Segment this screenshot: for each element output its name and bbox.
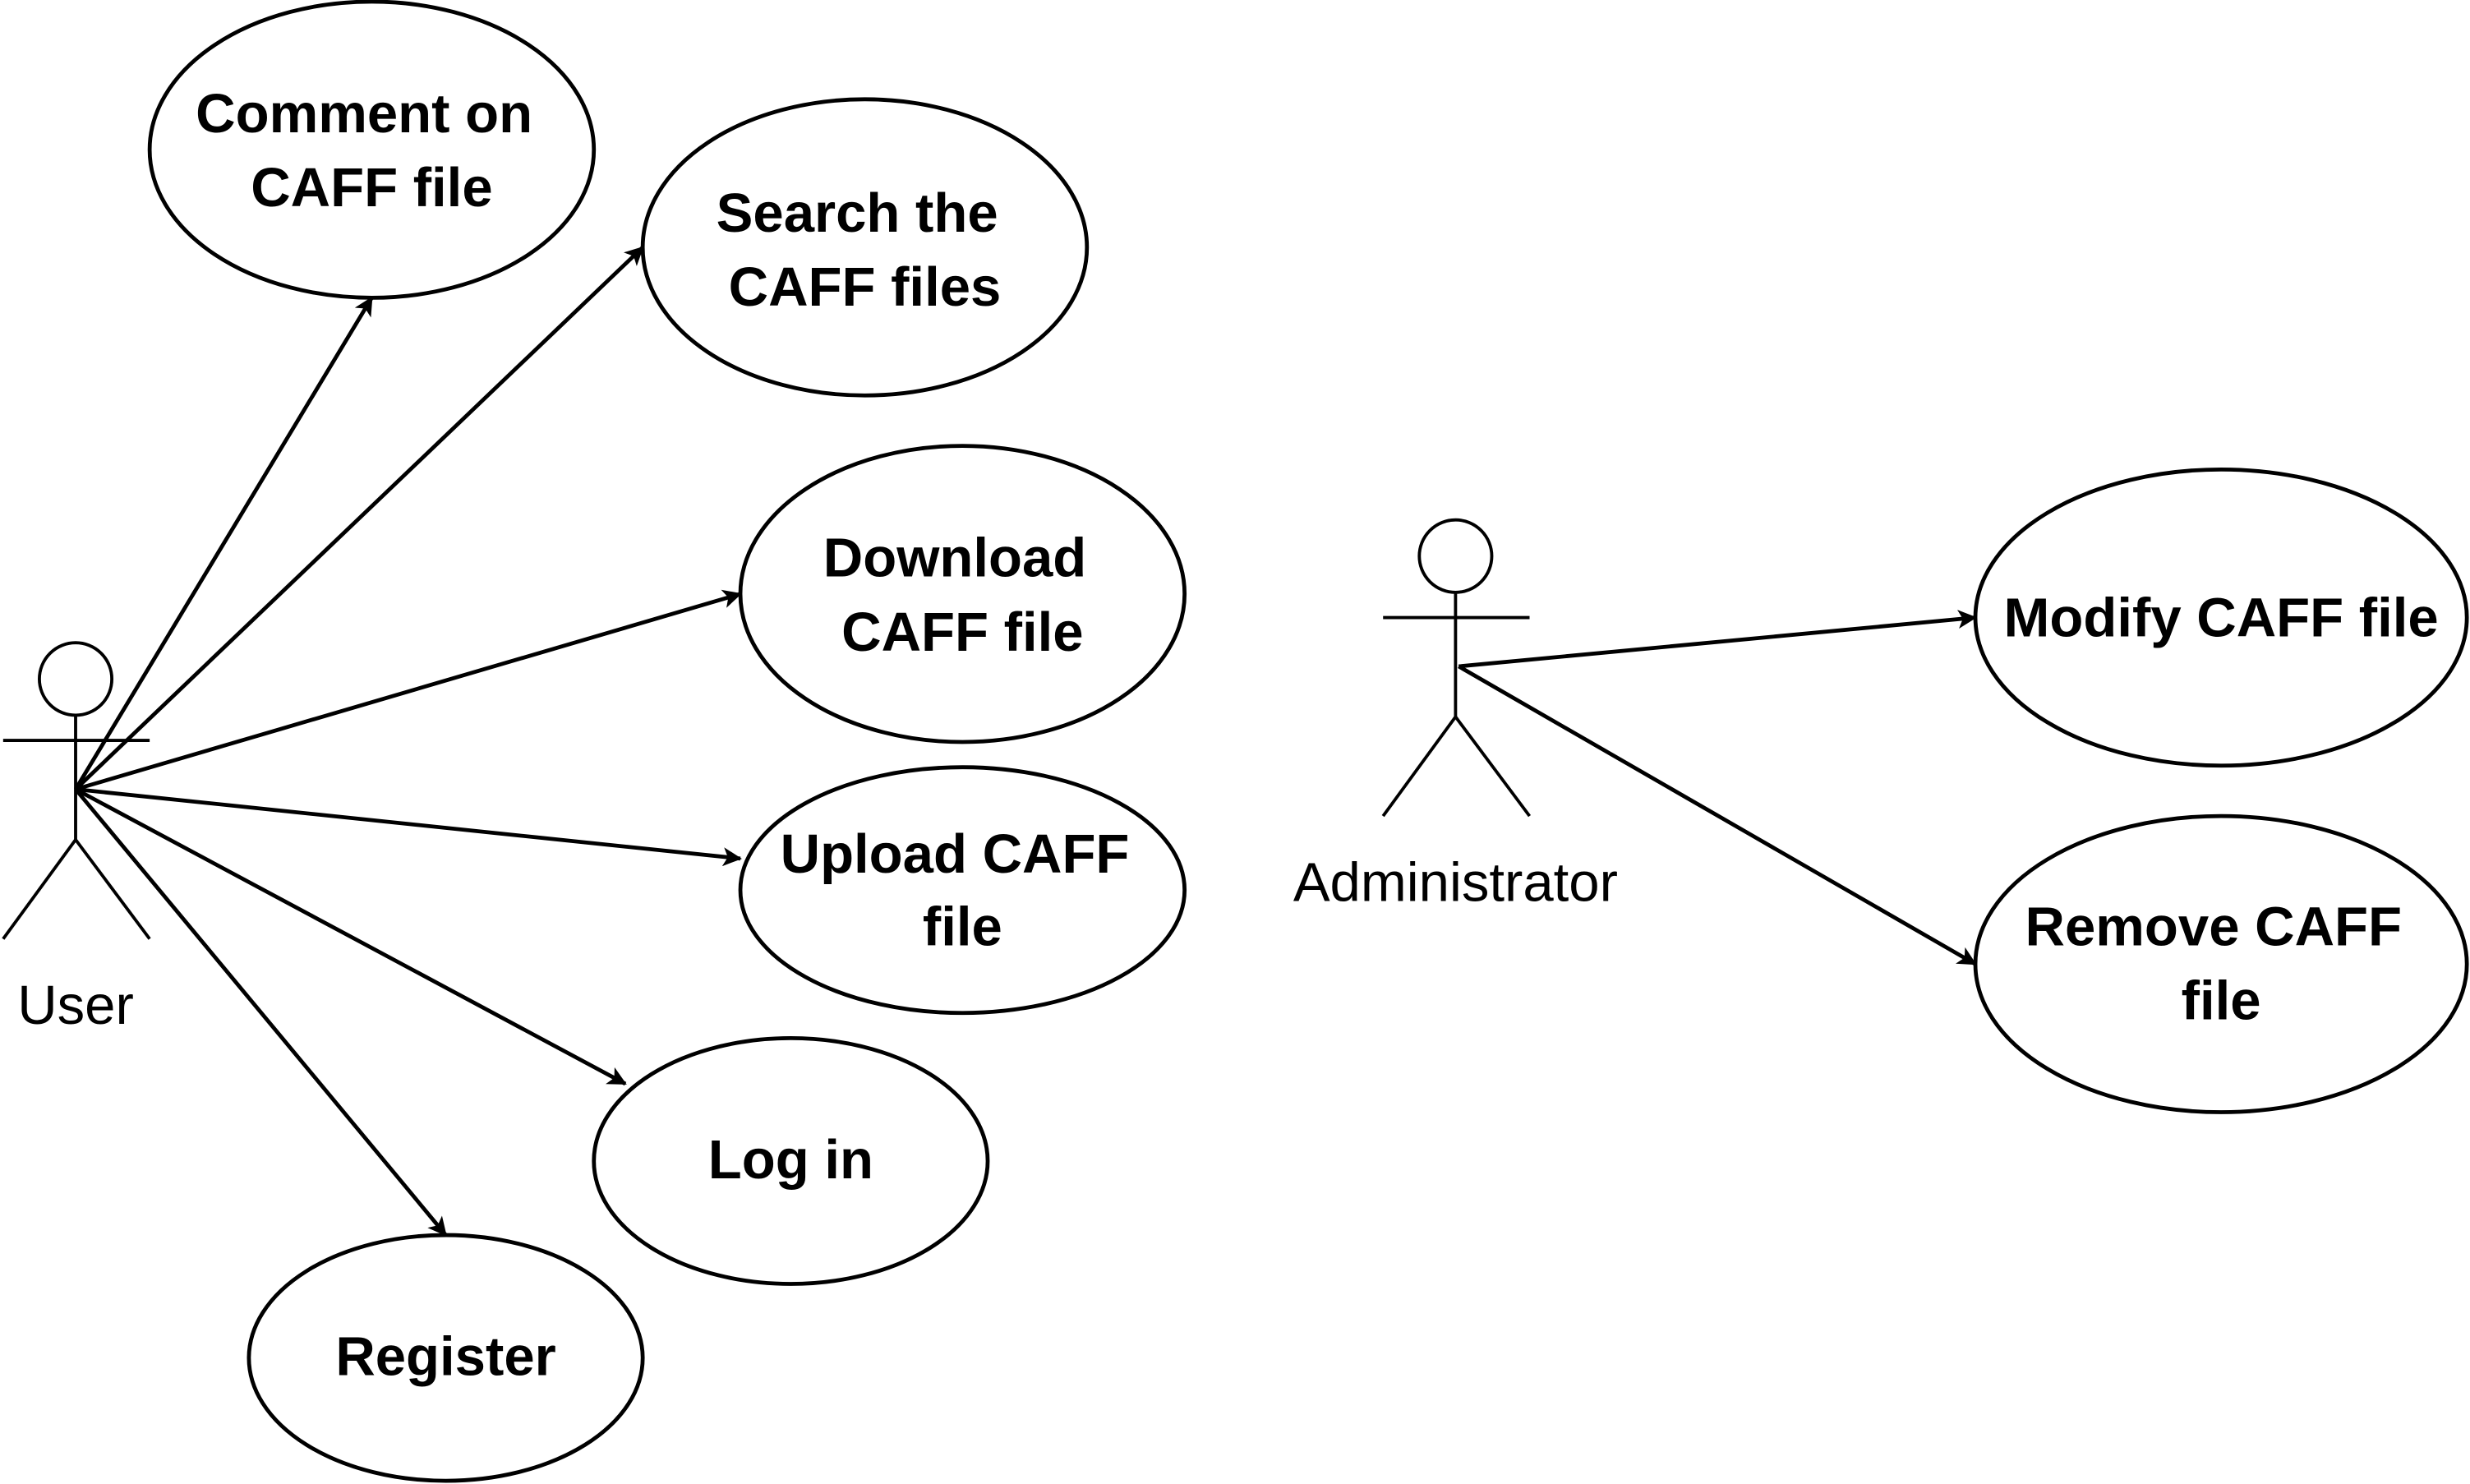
actor-user-right-leg (74, 838, 151, 940)
use-case-remove-label: Remove CAFF file (2025, 896, 2417, 1031)
use-case-login-label: Log in (708, 1129, 873, 1191)
use-case-comment[interactable]: Comment on CAFF file (147, 0, 597, 300)
actor-administrator[interactable]: Administrator (1293, 518, 1618, 914)
use-case-register-shape (247, 1233, 645, 1483)
associations-layer (73, 246, 1977, 1237)
actor-user-head (38, 641, 114, 717)
association-arrow-user-to-login (74, 787, 627, 1086)
association-arrow-user-to-upload (75, 787, 742, 867)
actor-user-label: User (17, 975, 134, 1036)
use-case-remove[interactable]: Remove CAFF file (1973, 813, 2469, 1114)
use-case-register-label: Register (335, 1326, 555, 1388)
use-case-comment-label: Comment on CAFF file (196, 83, 548, 219)
actor-user[interactable]: User (2, 641, 151, 1036)
use-case-search[interactable]: Search the CAFF files (640, 97, 1090, 398)
association-arrow-user-to-download (75, 589, 742, 791)
use-case-upload-label: Upload CAFF file (781, 823, 1145, 957)
use-case-remove-shape (1973, 813, 2469, 1114)
use-case-search-shape (640, 97, 1090, 398)
actor-administrator-right-leg (1454, 716, 1532, 818)
use-case-download[interactable]: Download CAFF file (738, 444, 1187, 744)
use-case-search-label: Search the CAFF files (717, 182, 1014, 318)
actor-user-left-leg (2, 838, 77, 940)
use-case-login-shape (592, 1036, 990, 1286)
use-case-login[interactable]: Log in (592, 1036, 990, 1286)
use-case-modify[interactable]: Modify CAFF file (1973, 467, 2469, 768)
use-case-upload-shape (738, 765, 1187, 1016)
use-case-modify-label: Modify CAFF file (2004, 588, 2439, 649)
use-case-upload[interactable]: Upload CAFF file (738, 765, 1187, 1016)
association-arrow-user-to-register (74, 787, 448, 1237)
actor-administrator-label: Administrator (1293, 852, 1618, 914)
use-case-modify-shape (1973, 467, 2469, 768)
association-arrow-admin-to-modify (1458, 610, 1977, 669)
use-case-download-label: Download CAFF file (823, 528, 1102, 663)
actor-administrator-left-leg (1381, 716, 1457, 818)
use-case-register[interactable]: Register (247, 1233, 645, 1483)
association-arrow-admin-to-remove (1458, 664, 1977, 966)
use-case-comment-shape (147, 0, 597, 300)
association-arrow-user-to-comment (73, 296, 374, 790)
association-arrow-user-to-search (74, 246, 644, 791)
use-case-download-shape (738, 444, 1187, 744)
actor-administrator-head (1417, 518, 1494, 594)
